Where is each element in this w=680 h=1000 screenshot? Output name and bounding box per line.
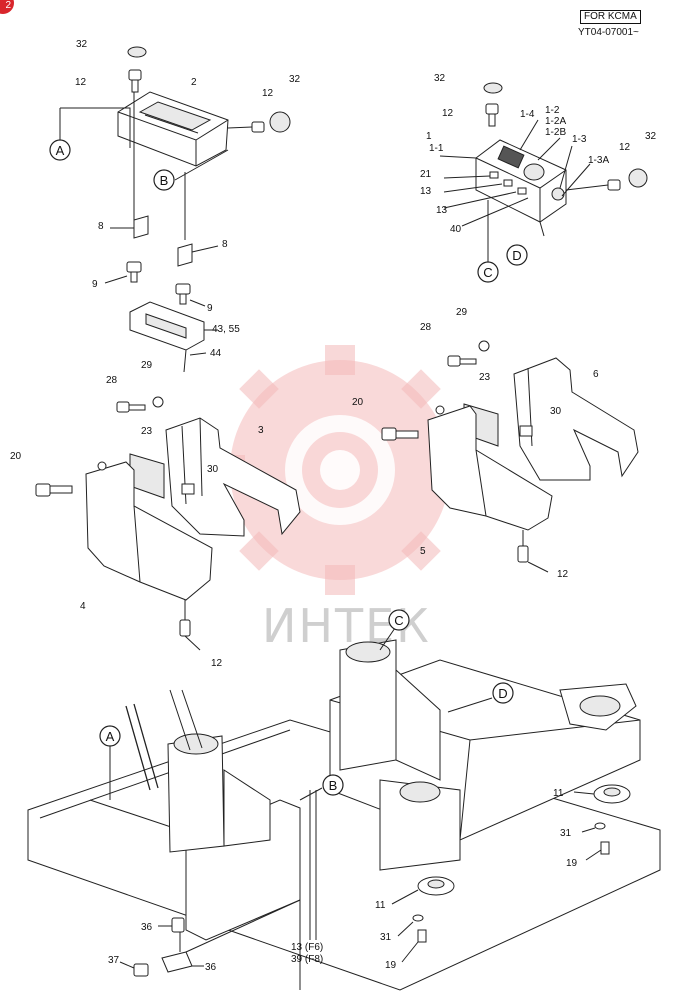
label-28: 28 — [420, 322, 432, 333]
label-9: 9 — [92, 279, 98, 290]
serial-range: YT04-07001~ — [578, 27, 639, 38]
label-36: 36 — [205, 962, 217, 973]
label-13-f6: 13 (F6) — [291, 942, 323, 953]
label-29: 29 — [141, 360, 153, 371]
label-20: 20 — [352, 397, 364, 408]
cover-2-assembly — [59, 46, 291, 373]
part-labels: 32 12 2 12 32 8 8 9 9 43, 55 44 29 28 23… — [10, 39, 657, 973]
callout-b-top: B — [153, 169, 175, 191]
svg-text:D: D — [498, 686, 507, 701]
label-12: 12 — [262, 88, 274, 99]
label-11: 11 — [553, 788, 564, 799]
label-23: 23 — [479, 372, 491, 383]
label-31: 31 — [380, 932, 392, 943]
model-box: FOR KCMA — [580, 10, 641, 24]
svg-text:D: D — [512, 248, 521, 263]
label-20: 20 — [10, 451, 22, 462]
label-21: 21 — [420, 169, 432, 180]
watermark-logo: ИНТЕК — [215, 345, 465, 653]
svg-text:C: C — [483, 265, 492, 280]
label-32: 32 — [645, 131, 657, 142]
callout-d-bottom: D — [492, 682, 514, 704]
label-19: 19 — [566, 858, 578, 869]
label-43-55: 43, 55 — [212, 324, 240, 335]
label-29: 29 — [456, 307, 468, 318]
label-4: 4 — [80, 601, 86, 612]
label-9: 9 — [207, 303, 213, 314]
svg-text:B: B — [160, 173, 169, 188]
label-37: 37 — [108, 955, 120, 966]
label-11: 11 — [375, 900, 386, 911]
callout-a-top: A — [49, 139, 71, 161]
label-28: 28 — [106, 375, 118, 386]
label-1-3A: 1-3A — [588, 155, 609, 166]
main-frame-assembly — [27, 627, 661, 991]
label-23: 23 — [141, 426, 153, 437]
callout-b-bottom: B — [322, 774, 344, 796]
label-12: 12 — [557, 569, 569, 580]
label-2: 2 — [191, 77, 197, 88]
cover-5-6-assembly — [381, 340, 639, 573]
label-32: 32 — [76, 39, 88, 50]
label-13: 13 — [420, 186, 432, 197]
label-19: 19 — [385, 960, 397, 971]
svg-text:A: A — [106, 729, 115, 744]
label-1: 1 — [426, 131, 432, 142]
label-12: 12 — [211, 658, 223, 669]
label-30: 30 — [207, 464, 219, 475]
label-1-2A: 1-2A — [545, 116, 566, 127]
label-1-3: 1-3 — [572, 134, 587, 145]
callout-a-bottom: A — [99, 725, 121, 747]
label-3: 3 — [258, 425, 264, 436]
label-12: 12 — [442, 108, 454, 119]
label-31: 31 — [560, 828, 572, 839]
label-40: 40 — [450, 224, 462, 235]
label-1-1: 1-1 — [429, 143, 444, 154]
callout-d-top: D — [506, 244, 528, 266]
panel-1-assembly — [439, 82, 648, 262]
label-44: 44 — [210, 348, 222, 359]
callout-c-bottom: C — [388, 609, 410, 631]
label-13: 13 — [436, 205, 448, 216]
label-30: 30 — [550, 406, 562, 417]
label-36: 36 — [141, 922, 153, 933]
label-6: 6 — [593, 369, 599, 380]
label-1-4: 1-4 — [520, 109, 535, 120]
page-badge: 2 — [0, 0, 14, 14]
svg-text:A: A — [56, 143, 65, 158]
label-39-f8: 39 (F8) — [291, 954, 323, 965]
svg-text:B: B — [329, 778, 338, 793]
label-5: 5 — [420, 546, 426, 557]
label-1-2: 1-2 — [545, 105, 560, 116]
label-32: 32 — [434, 73, 446, 84]
label-12: 12 — [619, 142, 631, 153]
label-32: 32 — [289, 74, 301, 85]
label-8: 8 — [98, 221, 104, 232]
label-8: 8 — [222, 239, 228, 250]
cover-3-4-assembly — [35, 396, 301, 651]
label-1-2B: 1-2B — [545, 127, 566, 138]
callout-c-top: C — [477, 261, 499, 283]
svg-text:C: C — [394, 613, 403, 628]
label-12: 12 — [75, 77, 87, 88]
